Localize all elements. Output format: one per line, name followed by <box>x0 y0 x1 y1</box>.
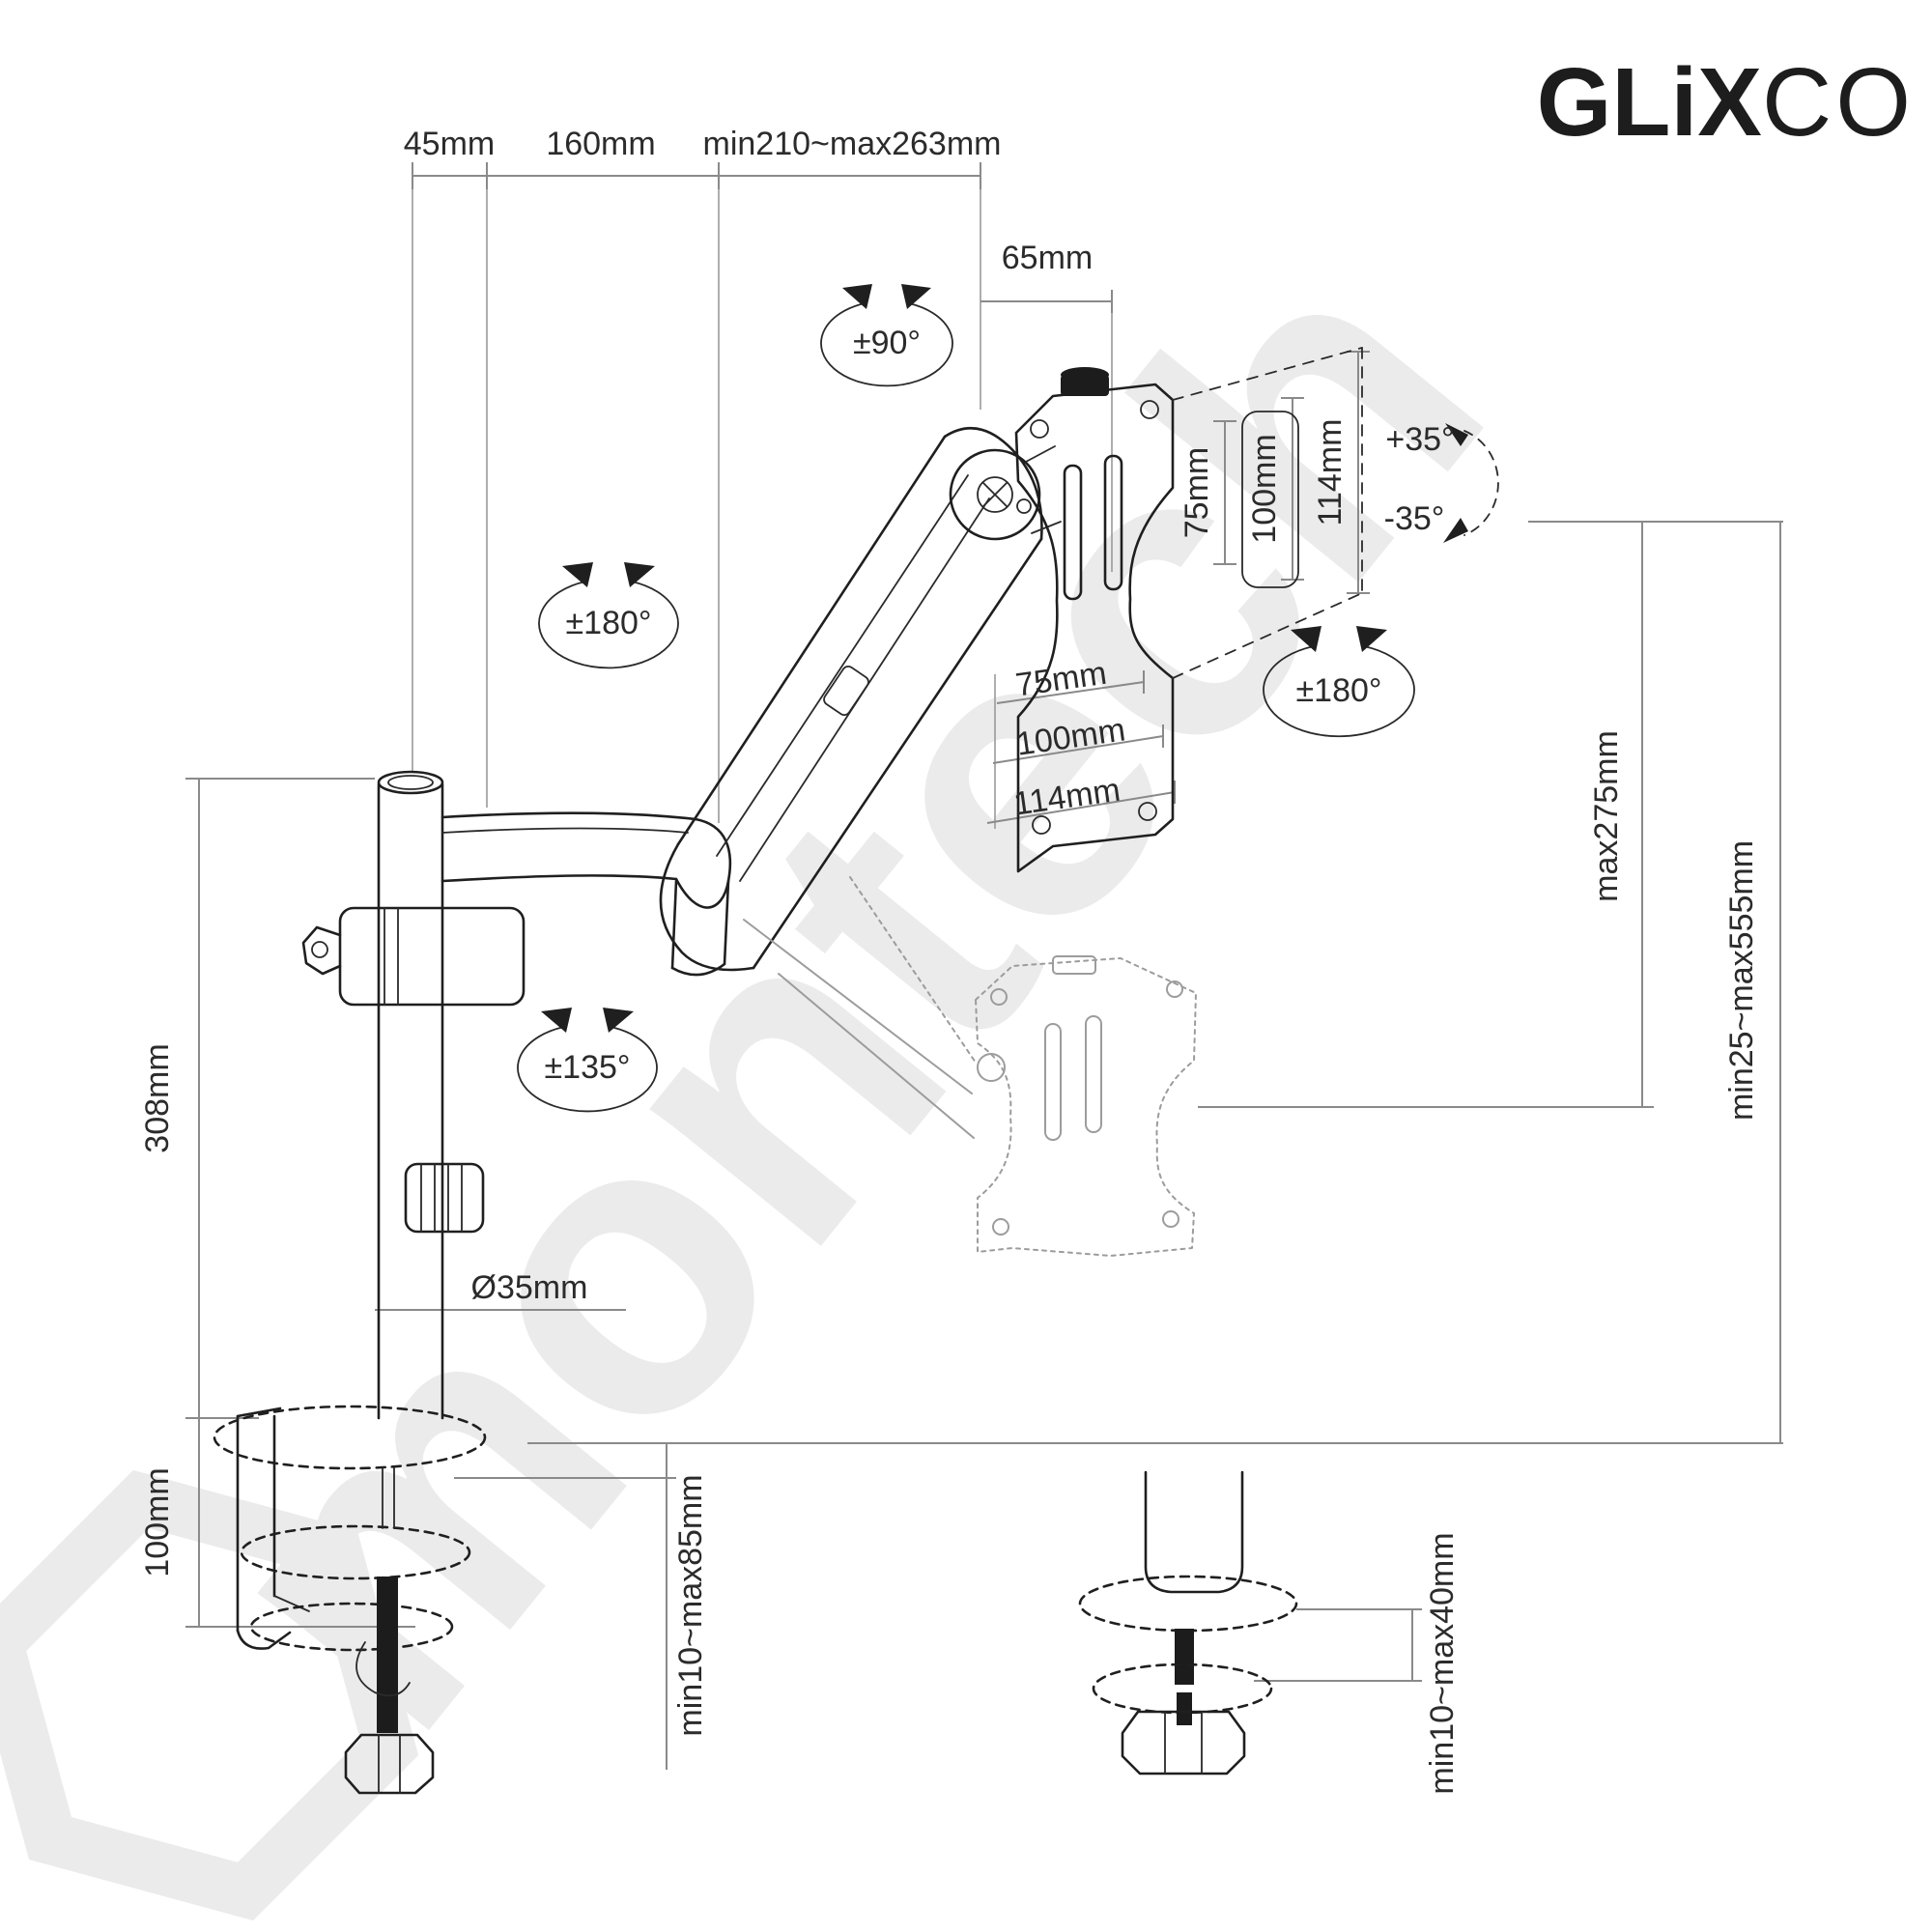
dim-label-pole-height: 308mm <box>139 1043 176 1152</box>
dim-label-clamp-height: 100mm <box>139 1467 176 1577</box>
rotate-arc-left-icon <box>538 581 679 669</box>
dim-label-height-range: min25~max555mm <box>1723 840 1760 1121</box>
monitor-arm-drawing <box>213 284 1499 1795</box>
angle-label-tilt-down: -35° <box>1384 500 1445 537</box>
dim-label-lift-range: max275mm <box>1588 730 1625 902</box>
dim-label-vesa100-vertical: 100mm <box>1246 434 1283 543</box>
dim-label-65mm: 65mm <box>1002 240 1093 276</box>
clamp-screw <box>377 1577 398 1733</box>
dimension-labels: 45mm 160mm min210~max263mm 65mm ±90° ±18… <box>139 126 1760 1795</box>
tilt-arc-icon <box>1463 430 1499 536</box>
angle-label-rotate-base: ±135° <box>545 1049 631 1086</box>
watermark-text: montech <box>119 172 1569 1809</box>
lower-arm <box>440 811 732 977</box>
vesa-plate-lowered <box>743 876 1197 1257</box>
clamp-knob <box>344 1733 435 1795</box>
watermark-hexagon-icon <box>0 1469 419 1921</box>
grommet-mount-detail <box>1078 1470 1298 1776</box>
clamp-hook <box>355 1641 411 1697</box>
dim-label-45mm: 45mm <box>404 126 495 162</box>
desk-clamp <box>213 1405 487 1795</box>
brand-logo-bold: GLiX <box>1537 48 1762 156</box>
pole <box>377 770 444 1420</box>
dim-label-vesa114-vertical: 114mm <box>1312 419 1349 526</box>
rotate-arc-base-icon <box>517 1026 658 1113</box>
brand-logo-light: CO <box>1762 48 1915 156</box>
rotate-arc-right-icon <box>1263 645 1415 738</box>
angle-label-swivel: ±90° <box>853 325 921 361</box>
dim-label-160mm: 160mm <box>546 126 655 162</box>
angle-label-tilt-up: +35° <box>1385 421 1454 458</box>
dim-label-vesa75-vertical: 75mm <box>1179 447 1215 538</box>
swivel-arc-icon <box>820 302 953 387</box>
angle-label-rotate-arm: ±180° <box>566 605 652 641</box>
dim-label-clamp-thickness: min10~max85mm <box>672 1474 709 1736</box>
rotation-indicators <box>517 284 1499 1113</box>
brand-logo: GLiXCO <box>1537 48 1915 156</box>
angle-label-rotate-plate: ±180° <box>1296 672 1382 709</box>
gas-spring-arm <box>659 427 1043 972</box>
arm-latch <box>823 665 869 717</box>
vesa-plate <box>1014 367 1175 873</box>
cable-clip <box>404 1162 485 1234</box>
dim-label-grommet-thickness: min10~max40mm <box>1424 1532 1461 1794</box>
head-joint <box>949 445 1062 541</box>
dim-label-pole-diameter: Ø35mm <box>471 1269 588 1306</box>
dim-label-arm-reach: min210~max263mm <box>703 126 1002 162</box>
pole-collar <box>301 906 526 1007</box>
grommet-knob <box>1121 1710 1246 1776</box>
plate-projection <box>1172 347 1363 679</box>
